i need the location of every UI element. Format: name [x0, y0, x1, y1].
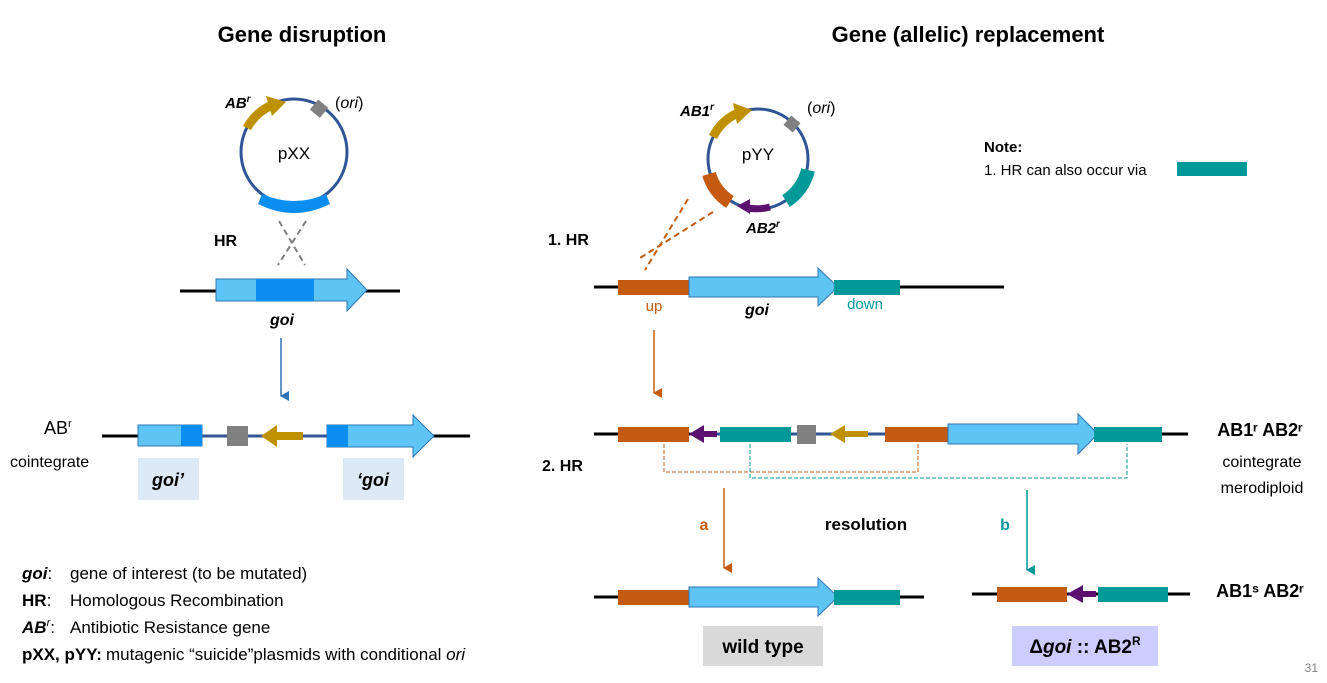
pyy-name: pYY — [742, 145, 774, 164]
coint-ab1-arrow — [830, 425, 868, 443]
pyy-ab1-gene — [708, 108, 740, 140]
left-title: Gene disruption — [218, 22, 387, 47]
pxx-ori-box — [309, 99, 329, 118]
right-up-block — [618, 280, 689, 295]
coint-up-block-2 — [885, 427, 948, 442]
left-hr-label: HR — [214, 233, 238, 250]
right-hr-cross — [639, 198, 714, 271]
legend-item-goi: goi:gene of interest (to be mutated) — [21, 564, 307, 583]
right-title: Gene (allelic) replacement — [832, 22, 1105, 47]
step1-label: 1. HR — [548, 232, 589, 249]
pxx-goi-fragment — [258, 194, 330, 213]
left-goi-label: goi — [269, 312, 295, 329]
coint-goi-arrow — [947, 412, 1099, 456]
pyy-down-block — [781, 168, 815, 207]
left-ori-box — [227, 426, 248, 446]
right-goi-label: goi — [744, 302, 770, 319]
cointegrate-label-2: merodiploid — [1221, 480, 1304, 497]
right-down-block — [834, 280, 900, 295]
plasmid-pxx: pXX ABr (ori) — [224, 94, 363, 213]
coint-down-block-1 — [720, 427, 791, 442]
delta-goi-box — [1012, 626, 1158, 666]
coint-ab2-arrow — [689, 425, 717, 443]
legend-item-hr: HR:Homologous Recombination — [22, 591, 284, 610]
fragment-right-label: ‘goi — [357, 470, 390, 490]
cointegrate-label-1: cointegrate — [1222, 454, 1301, 471]
right-chromosome — [594, 266, 1004, 308]
cointegrate-genotype: AB1ʳ AB2ʳ — [1217, 420, 1303, 440]
fragment-left-box — [138, 458, 199, 500]
path-b-label: b — [1000, 517, 1010, 534]
fragment-right-box — [343, 458, 404, 500]
left-goi-core — [256, 279, 314, 301]
path-a-label: a — [700, 517, 709, 534]
legend: goi:gene of interest (to be mutated) HR:… — [21, 564, 466, 664]
deletion-chromosome — [972, 585, 1190, 603]
left-cointegrate-ab: ABr — [44, 418, 72, 438]
up-label: up — [646, 298, 663, 315]
pyy-ab2-label: AB2r — [745, 219, 781, 237]
pyy-ori-label: (ori) — [807, 100, 835, 117]
wild-type-label: wild type — [721, 637, 803, 658]
fragment-left-label: goi’ — [151, 470, 185, 490]
pxx-resistance-gene — [243, 100, 275, 131]
pyy-ab1-arrowhead — [733, 103, 752, 124]
resolution-label: resolution — [825, 515, 907, 534]
pyy-up-block — [702, 171, 735, 208]
coint-ori-box — [797, 425, 816, 444]
pxx-resistance-arrowhead — [266, 96, 286, 116]
pairing-brackets — [663, 444, 1128, 479]
wild-type-chromosome — [594, 576, 924, 618]
note-line1: 1. HR can also occur via — [984, 162, 1147, 179]
pyy-ori-box — [783, 115, 801, 133]
left-cointegrate — [102, 413, 470, 459]
legend-item-ab: ABr:Antibiotic Resistance gene — [21, 617, 270, 637]
final-genotype: AB1ˢ AB2ʳ — [1216, 581, 1304, 601]
plasmid-pyy: pYY AB1r (ori) AB2r — [679, 100, 835, 237]
left-hr-cross — [277, 220, 307, 266]
left-cointegrate-label: cointegrate — [10, 454, 89, 471]
slide-number: 31 — [1305, 661, 1319, 675]
pxx-resistance-label: ABr — [224, 94, 252, 112]
pxx-name: pXX — [278, 144, 310, 163]
pxx-ori-label: (ori) — [335, 95, 363, 112]
note-title: Note: — [984, 139, 1022, 156]
wild-type-box — [703, 626, 823, 666]
step2-label: 2. HR — [542, 458, 583, 475]
left-chromosome — [180, 267, 400, 313]
pyy-ab1-label: AB1r — [679, 102, 715, 120]
coint-down-block-2 — [1094, 427, 1162, 442]
pyy-ab2-gene — [747, 203, 771, 213]
delta-goi-label: Δgoi :: AB2R — [1029, 634, 1141, 658]
right-goi-arrow — [688, 266, 839, 308]
right-cointegrate — [594, 412, 1188, 456]
note-teal-swatch — [1177, 162, 1247, 176]
legend-item-plasmids: pXX, pYY:mutagenic “suicide”plasmids wit… — [22, 645, 466, 664]
left-resistance-arrow — [261, 425, 303, 447]
down-label: down — [847, 296, 883, 313]
coint-up-block-1 — [618, 427, 689, 442]
pyy-ab2-arrowhead — [737, 199, 750, 214]
